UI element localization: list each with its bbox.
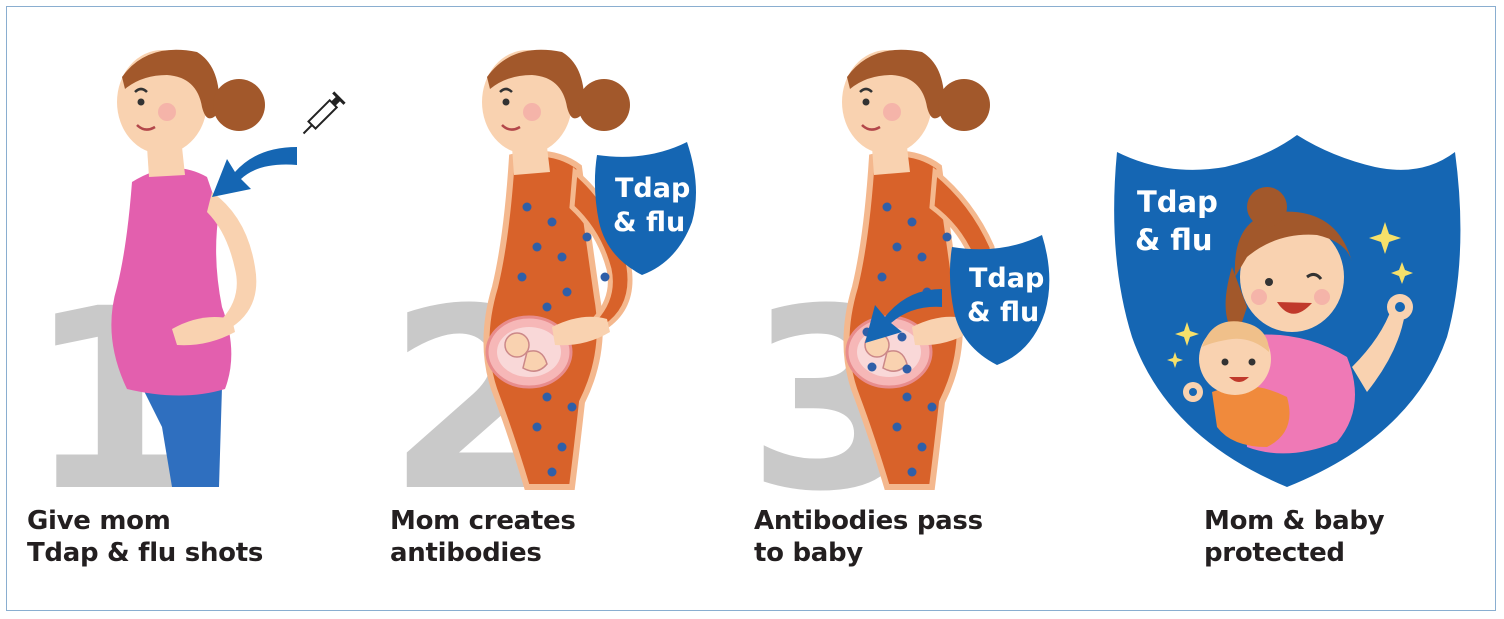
- step-4: Tdap & flu: [1114, 135, 1460, 487]
- shield-label-line2: & flu: [967, 297, 1039, 328]
- step-2: 2: [387, 50, 696, 546]
- shield-label-line1: Tdap: [1137, 185, 1218, 219]
- step-2-caption: Mom creates antibodies: [390, 505, 576, 569]
- step-2-caption-line1: Mom creates: [390, 505, 576, 537]
- step-3-caption: Antibodies pass to baby: [754, 505, 983, 569]
- shield-label-line1: Tdap: [969, 263, 1044, 294]
- step-1: 1: [27, 50, 345, 546]
- mom-figure-2: [482, 50, 630, 487]
- shield-label-line2: & flu: [1135, 223, 1213, 257]
- curved-arrow-icon: [212, 147, 297, 197]
- step-4-caption: Mom & baby protected: [1204, 505, 1384, 569]
- step-4-caption-line1: Mom & baby: [1204, 505, 1384, 537]
- step-3: 3: [747, 50, 1049, 546]
- shield-label-line2: & flu: [613, 207, 685, 238]
- infographic-frame: 1: [6, 6, 1496, 611]
- step-2-caption-line2: antibodies: [390, 537, 576, 569]
- syringe-icon: [298, 92, 345, 139]
- step-1-caption: Give mom Tdap & flu shots: [27, 505, 263, 569]
- shield-icon: Tdap & flu: [950, 235, 1049, 365]
- step-3-caption-line2: to baby: [754, 537, 983, 569]
- step-1-caption-line1: Give mom: [27, 505, 263, 537]
- shield-label-line1: Tdap: [615, 173, 690, 204]
- step-1-caption-line2: Tdap & flu shots: [27, 537, 263, 569]
- step-3-caption-line1: Antibodies pass: [754, 505, 983, 537]
- step-4-caption-line2: protected: [1204, 537, 1384, 569]
